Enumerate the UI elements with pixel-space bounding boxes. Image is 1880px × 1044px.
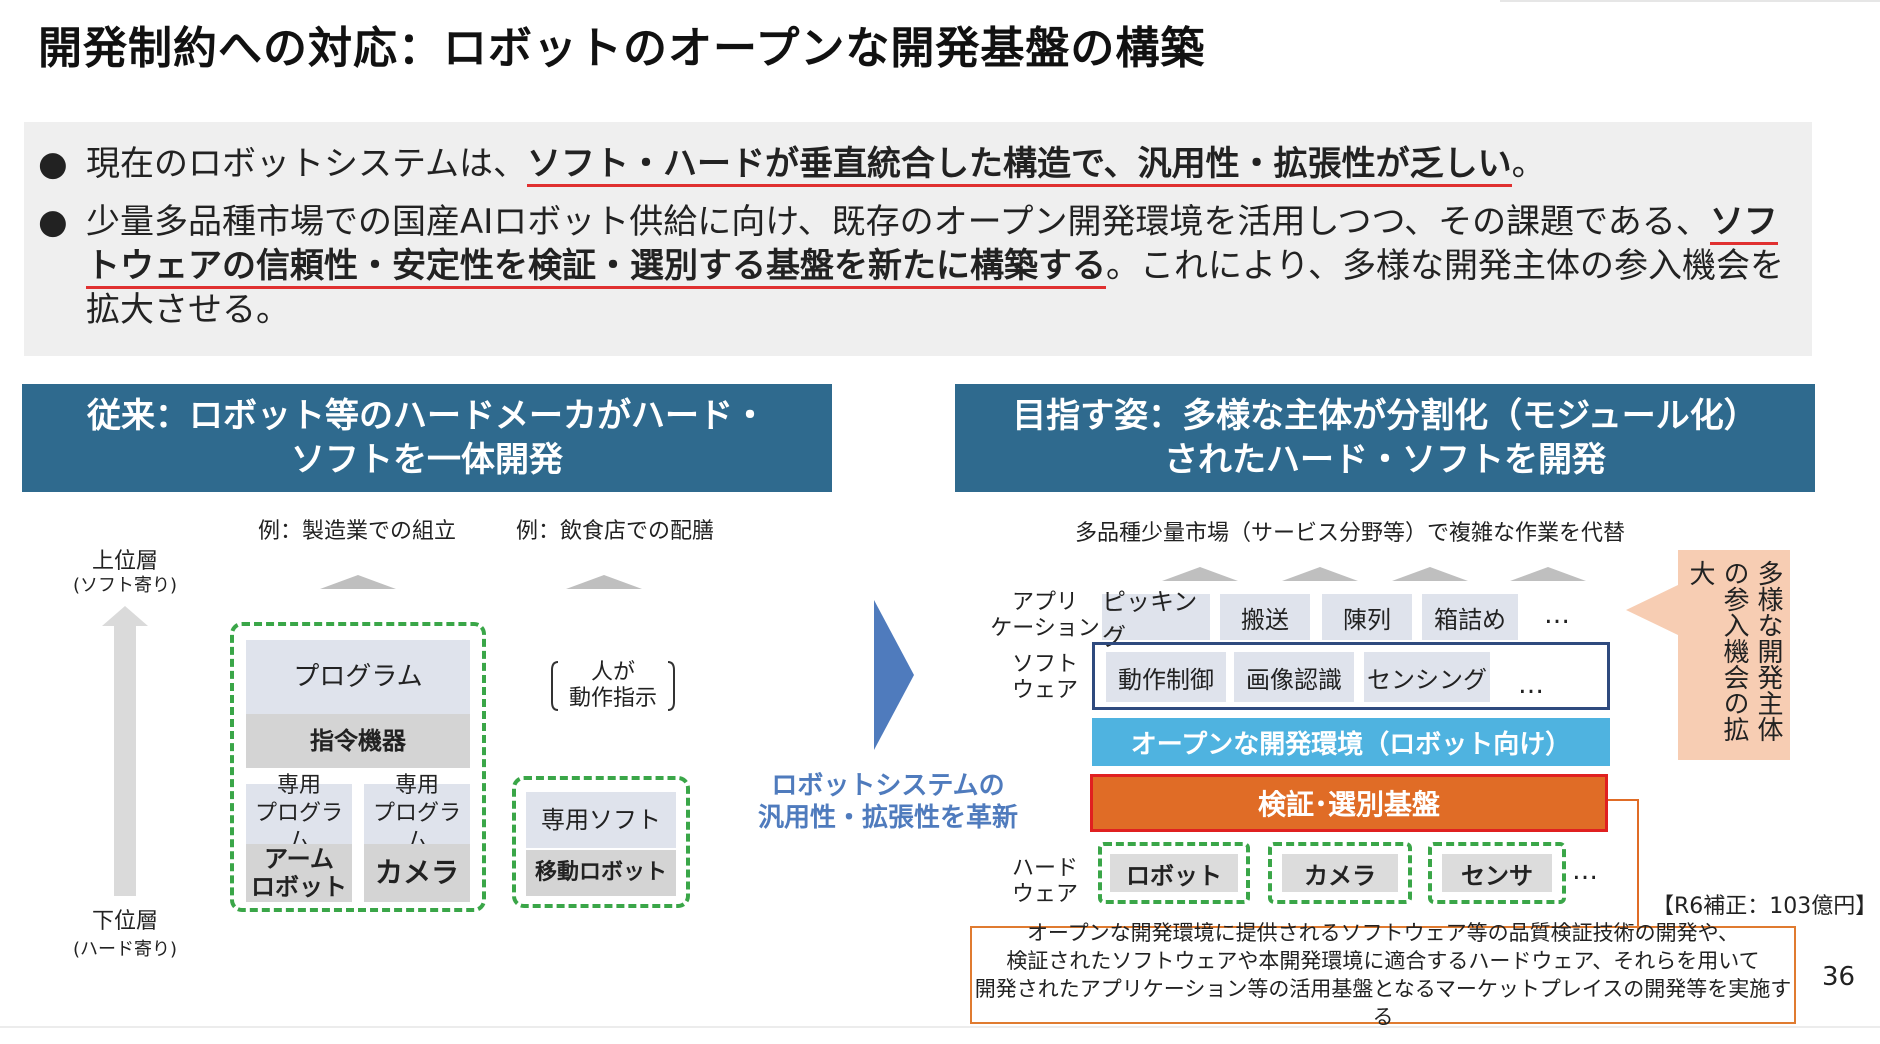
- app-transport: 搬送: [1220, 594, 1310, 640]
- hard-layer-label: ハード ウェア: [1011, 856, 1078, 907]
- command-device-box: 指令機器: [246, 714, 470, 768]
- left-header-line1: 従来：ロボット等のハードメーカがハード・: [87, 396, 767, 436]
- up-triangle-icon: [1510, 567, 1586, 581]
- page-number: 36: [1822, 962, 1856, 992]
- bullet-1: ● 現在のロボットシステムは、ソフト・ハードが垂直統合した構造で、汎用性・拡張性…: [38, 142, 1786, 187]
- upper-layer-label: 上位層: [91, 549, 158, 574]
- soft-image-recognition: 画像認識: [1234, 652, 1354, 702]
- connector-line: [1608, 799, 1639, 932]
- restaurant-group: 専用ソフト 移動ロボット: [512, 776, 690, 908]
- mobile-robot-box: 移動ロボット: [526, 850, 676, 896]
- hardware-sensor: センサ: [1442, 854, 1552, 892]
- bullet-2-emphasis: ソフトウェアの信頼性・安定性を検証・選別する基盤を新たに構築する: [86, 202, 1778, 289]
- bullet-dot: ●: [38, 202, 68, 242]
- right-header-line2: されたハード・ソフトを開発: [1164, 440, 1606, 480]
- page-title: 開発制約への対応：ロボットのオープンな開発基盤の構築: [38, 23, 1206, 74]
- dedicated-program-box: 専用 プログラム: [246, 773, 352, 854]
- bullet-2-text: 少量多品種市場での国産AIロボット供給に向け、既存のオープン開発環境を活用しつつ…: [86, 202, 1710, 242]
- layer-axis: 上位層 (ソフト寄り) 下位層 (ハード寄り): [60, 550, 190, 970]
- soft-sensing: センシング: [1364, 652, 1490, 702]
- left-header: 従来：ロボット等のハードメーカがハード・ ソフトを一体開発: [22, 384, 832, 492]
- verify-platform-label: 検証･選別基盤: [1257, 788, 1440, 821]
- hardware-ellipsis: …: [1572, 856, 1598, 886]
- hardware-camera: カメラ: [1282, 854, 1398, 892]
- bullet-1-end: 。: [1511, 144, 1546, 184]
- app-ellipsis: …: [1544, 600, 1570, 630]
- entry-expansion-box: 多様な開発主体の参入機会の拡大: [1678, 550, 1790, 760]
- bottom-divider: [0, 1026, 1880, 1028]
- up-triangle-icon: [566, 575, 642, 589]
- open-dev-env-bar: オープンな開発環境（ロボット向け）: [1092, 718, 1610, 766]
- camera-box: カメラ: [364, 844, 470, 902]
- up-triangle-icon: [320, 575, 396, 589]
- soft-ellipsis: …: [1518, 670, 1544, 700]
- up-triangle-icon: [1392, 567, 1468, 581]
- bullet-dot: ●: [38, 144, 68, 184]
- upper-layer-sub: (ソフト寄り): [72, 575, 178, 596]
- lower-layer-label: 下位層: [91, 909, 158, 934]
- description-box: オープンな開発環境に提供されるソフトウェア等の品質検証技術の開発や、 検証された…: [970, 921, 1796, 1029]
- lower-layer-sub: (ハード寄り): [72, 939, 178, 960]
- example-restaurant: 例：飲食店での配膳: [516, 519, 715, 544]
- app-picking: ピッキング: [1102, 588, 1210, 651]
- right-chevron-icon: [874, 600, 914, 750]
- description-text: オープンな開発環境に提供されるソフトウェア等の品質検証技術の開発や、 検証された…: [974, 921, 1792, 1029]
- verify-platform-bar: 検証･選別基盤: [1090, 774, 1608, 832]
- top-right-line: [1500, 0, 1880, 2]
- software-frame: [1092, 642, 1610, 710]
- bullet-1-text: 現在のロボットシステムは、: [86, 144, 527, 184]
- manufacturing-group: プログラム 指令機器 専用 プログラム アーム ロボット 専用 プログラム カメ…: [230, 622, 486, 912]
- hardware-robot: ロボット: [1110, 854, 1238, 892]
- middle-caption: ロボットシステムの 汎用性・拡張性を革新: [757, 771, 1018, 833]
- app-display: 陳列: [1322, 594, 1412, 640]
- human-instruction: 人が 動作指示: [548, 656, 678, 716]
- hardware-robot-group: ロボット: [1098, 842, 1250, 904]
- budget-label: 【R6補正：103億円】: [1652, 894, 1878, 919]
- app-boxing: 箱詰め: [1422, 594, 1518, 640]
- human-instruction-text: 人が 動作指示: [568, 660, 657, 711]
- left-header-line2: ソフトを一体開発: [291, 440, 563, 480]
- dedicated-program-box: 専用 プログラム: [364, 773, 470, 854]
- summary-panel: ● 現在のロボットシステムは、ソフト・ハードが垂直統合した構造で、汎用性・拡張性…: [24, 122, 1812, 356]
- bracket-icon: [551, 661, 675, 711]
- bullet-2-end: 。これにより、多様な開発主体の参入機会を拡大させる。: [86, 246, 1784, 330]
- up-triangle-icon: [1162, 567, 1238, 581]
- dedicated-soft-box: 専用ソフト: [526, 792, 676, 848]
- arm-robot-box: アーム ロボット: [246, 844, 352, 902]
- bullet-1-emphasis: ソフト・ハードが垂直統合した構造で、汎用性・拡張性が乏しい: [526, 144, 1512, 187]
- soft-motion-control: 動作制御: [1106, 652, 1226, 702]
- right-header: 目指す姿：多様な主体が分割化（モジュール化） されたハード・ソフトを開発: [955, 384, 1815, 492]
- bullet-2: ● 少量多品種市場での国産AIロボット供給に向け、既存のオープン開発環境を活用し…: [38, 200, 1786, 332]
- hardware-camera-group: カメラ: [1268, 842, 1412, 904]
- soft-layer-label: ソフト ウェア: [1011, 652, 1078, 703]
- program-box: プログラム: [246, 640, 470, 714]
- example-manufacturing: 例：製造業での組立: [258, 519, 457, 544]
- hardware-sensor-group: センサ: [1428, 842, 1566, 904]
- open-dev-env-label: オープンな開発環境（ロボット向け）: [1130, 729, 1572, 760]
- right-header-line1: 目指す姿：多様な主体が分割化（モジュール化）: [1012, 396, 1758, 436]
- app-layer-label: アプリ ケーション: [990, 590, 1100, 641]
- vertical-arrow-icon: [102, 606, 148, 896]
- market-caption: 多品種少量市場（サービス分野等）で複雑な作業を代替: [1075, 521, 1626, 546]
- up-triangle-icon: [1282, 567, 1358, 581]
- callout-pointer: [1626, 584, 1680, 636]
- entry-expansion-text: 多様な開発主体の参入機会の拡大: [1685, 560, 1783, 742]
